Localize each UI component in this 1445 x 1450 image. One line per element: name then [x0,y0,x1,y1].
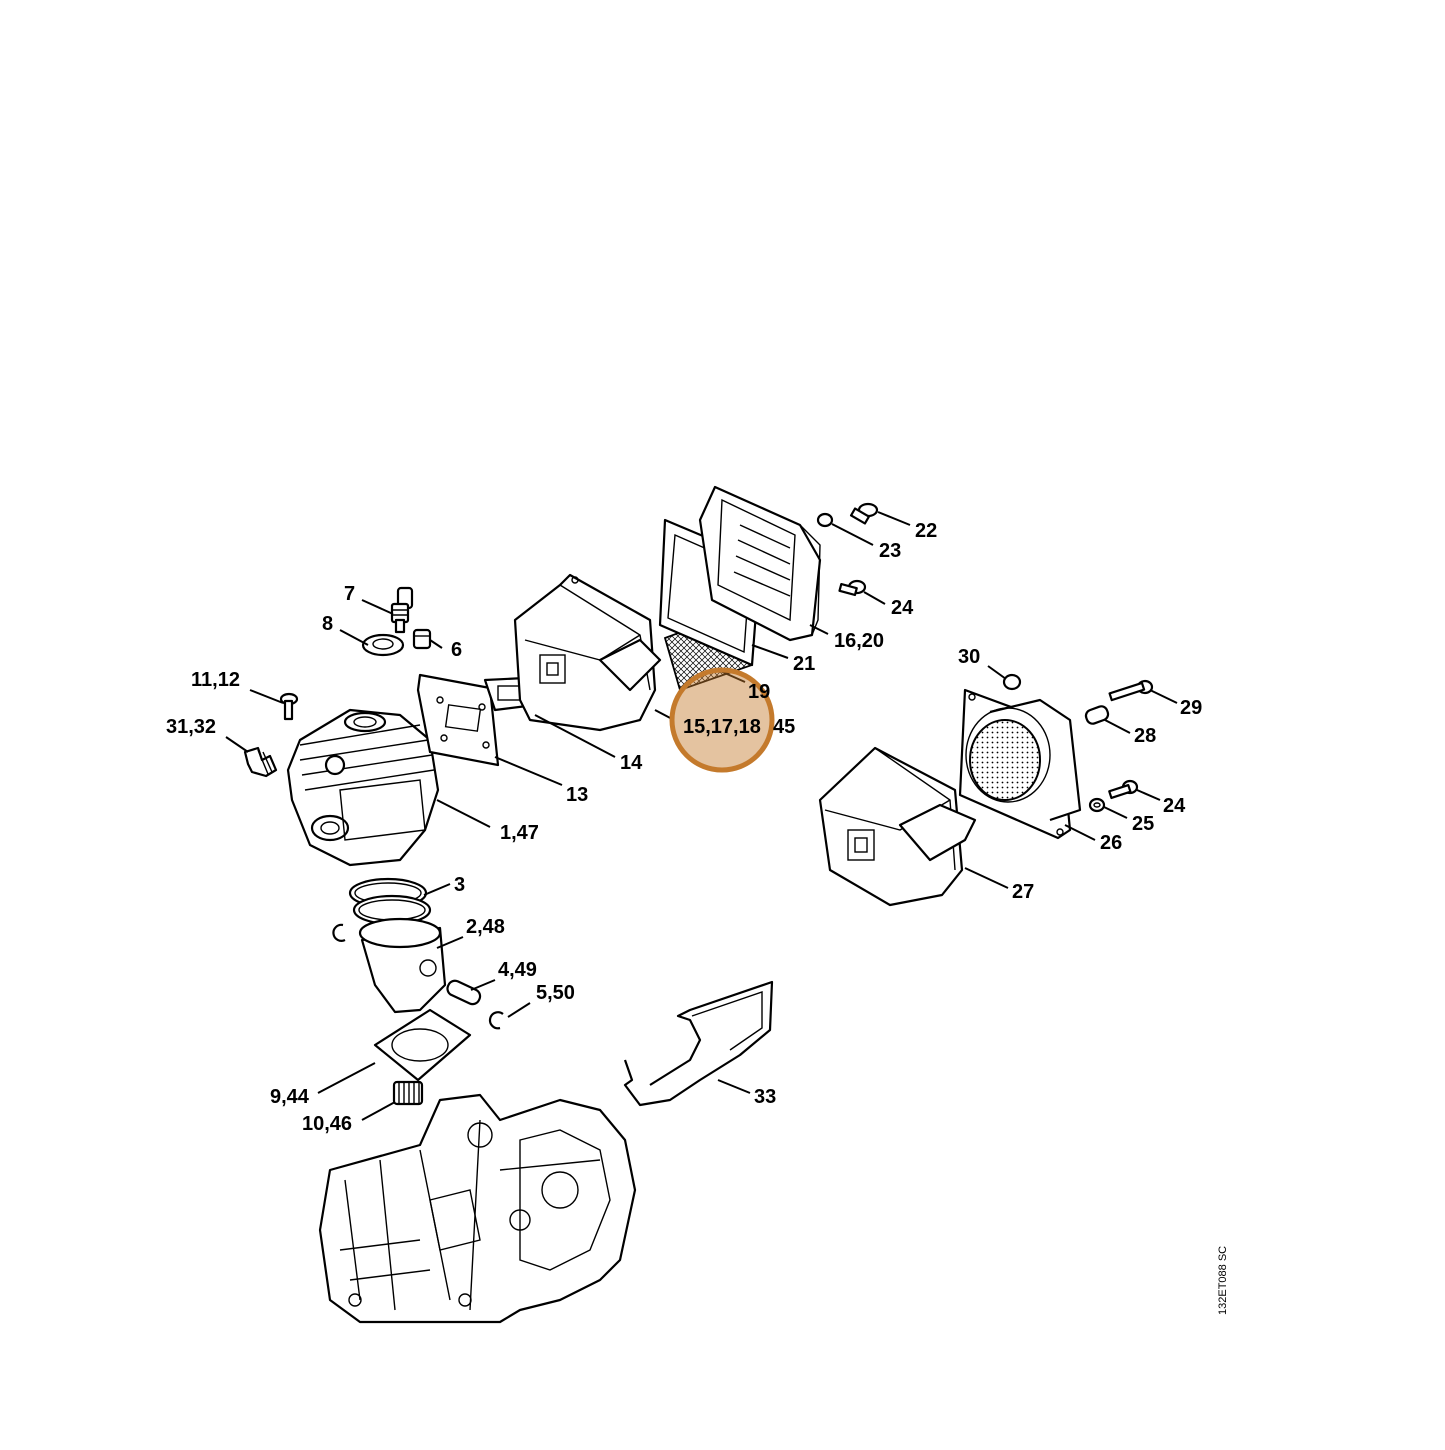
needle-cage [392,1080,424,1106]
leader-lines [225,511,1178,1121]
crankcase-gasket [623,980,774,1107]
heat-shield [416,673,500,767]
decompression-valve [390,586,414,634]
label-29[interactable]: 29 [1180,697,1202,719]
label-45[interactable]: 45 [773,716,795,738]
label-33[interactable]: 33 [754,1086,776,1108]
label-24-lower[interactable]: 24 [1163,795,1186,817]
label-26[interactable]: 26 [1100,832,1122,854]
spacer-28 [1084,705,1110,725]
document-code: 132ET088 SC [1217,1246,1229,1315]
screw-24-top [838,579,867,597]
label-24-top[interactable]: 24 [891,597,914,619]
second-muffler [818,746,977,907]
catalytic-housing [958,688,1082,840]
piston-pin [446,979,482,1006]
plug-6 [412,628,432,650]
washer-25 [1088,797,1106,813]
piston-rings [348,877,432,926]
label-4-49[interactable]: 4,49 [498,959,537,981]
crankcase [318,1093,637,1324]
label-5-50[interactable]: 5,50 [536,982,575,1004]
label-22[interactable]: 22 [915,520,937,542]
screw-29 [1108,679,1154,702]
screw-22 [849,502,879,525]
cylinder [286,708,440,867]
label-2-48[interactable]: 2,48 [466,916,505,938]
piston [358,917,447,1014]
label-3[interactable]: 3 [454,874,465,896]
spark-plug [243,746,278,778]
cylinder-base-gasket [373,1008,472,1082]
label-11-12[interactable]: 11,12 [191,669,240,691]
label-14[interactable]: 14 [620,752,643,774]
label-15-17-18[interactable]: 15,17,18 [683,716,761,738]
label-27[interactable]: 27 [1012,881,1034,903]
screw-24-lower [1108,779,1139,800]
label-13[interactable]: 13 [566,784,588,806]
label-16-20[interactable]: 16,20 [834,630,884,652]
washer-23 [816,512,834,528]
label-25[interactable]: 25 [1132,813,1154,835]
label-1-47[interactable]: 1,47 [500,822,539,844]
label-21[interactable]: 21 [793,653,815,675]
screw-11-12 [279,692,299,721]
label-10-46[interactable]: 10,46 [302,1113,352,1135]
label-8[interactable]: 8 [322,613,333,635]
label-30[interactable]: 30 [958,646,980,668]
washer-30 [1002,673,1022,691]
label-7[interactable]: 7 [344,583,355,605]
callout-labels: 7 8 6 11,12 31,32 1,47 13 14 15,17,18 45… [166,520,1202,1135]
label-9-44[interactable]: 9,44 [270,1086,310,1108]
washer-8 [361,633,405,657]
highlight-circle [669,667,775,773]
label-28[interactable]: 28 [1134,725,1156,747]
label-19[interactable]: 19 [748,681,770,703]
piston-pin-clip-right [488,1011,504,1030]
label-23[interactable]: 23 [879,540,901,562]
muffler-housing [513,573,662,732]
label-6[interactable]: 6 [451,639,462,661]
label-31-32[interactable]: 31,32 [166,716,216,738]
piston-pin-clip-left [332,923,346,942]
